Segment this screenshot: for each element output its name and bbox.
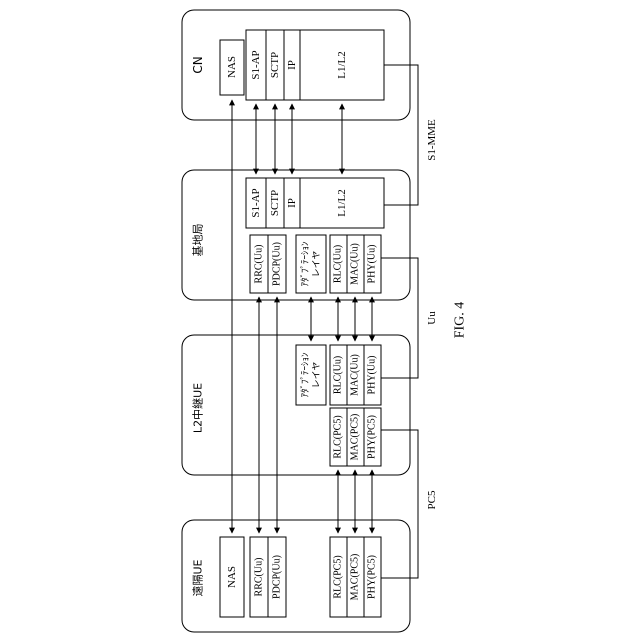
cn-l1l2-label: L1/L2 [336, 51, 348, 79]
relay-phy-uu-label: PHY(Uu) [367, 356, 378, 395]
enb-title: 基地局 [192, 224, 205, 257]
enb-rrc-label: RRC(Uu) [254, 245, 265, 284]
relay-mac-uu-label: MAC(Uu) [350, 354, 361, 396]
cn-s1ap-label: S1-AP [250, 50, 262, 79]
remote-title: 遠隔UE [192, 559, 205, 596]
cn-ip-label: IP [286, 60, 298, 70]
remote-nas-label: NAS [226, 566, 238, 588]
relay-phy-pc5-label: PHY(PC5) [367, 415, 378, 459]
relay-rlc-uu-label: RLC(Uu) [333, 356, 344, 394]
interface-uu-label: Uu [426, 311, 438, 325]
enb-ip-label: IP [286, 198, 298, 208]
relay-adaptation-label-2: レイヤ [312, 362, 322, 389]
enb-phy-label: PHY(Uu) [367, 245, 378, 284]
remote-pdcp-label: PDCP(Uu) [272, 555, 283, 599]
enb-rlc-label: RLC(Uu) [333, 245, 344, 283]
enb-adaptation-label-2: レイヤ [312, 251, 322, 278]
cn-title: CN [191, 56, 205, 73]
link-pc5 [381, 430, 418, 578]
enb-s1ap-label: S1-AP [250, 188, 262, 217]
cn-nas-label: NAS [226, 56, 238, 78]
enb-pdcp-label: PDCP(Uu) [272, 242, 283, 286]
link-s1-mme [384, 65, 418, 205]
remote-rlc-label: RLC(PC5) [333, 555, 344, 598]
remote-mac-label: MAC(PC5) [350, 554, 361, 601]
relay-adaptation-label-1: ｱﾀﾞﾌﾟﾃｰｼｮﾝ [300, 352, 311, 398]
relay-title: L2中継UE [191, 383, 205, 433]
remote-phy-label: PHY(PC5) [367, 555, 378, 599]
enb-adaptation-label-1: ｱﾀﾞﾌﾟﾃｰｼｮﾝ [300, 241, 311, 287]
enb-l1l2-label: L1/L2 [336, 189, 348, 217]
interface-pc5-label: PC5 [426, 490, 438, 509]
cn-stack-box [246, 30, 384, 100]
figure-caption: FIG. 4 [453, 302, 468, 339]
cn-sctp-label: SCTP [269, 52, 281, 78]
enb-sctp-label: SCTP [269, 190, 281, 216]
relay-mac-pc5-label: MAC(PC5) [350, 414, 361, 461]
relay-rlc-pc5-label: RLC(PC5) [333, 415, 344, 458]
enb-stack-box [246, 178, 384, 228]
remote-rrc-label: RRC(Uu) [254, 558, 265, 597]
link-uu [381, 258, 418, 378]
interface-s1-mme-label: S1-MME [426, 119, 438, 161]
enb-mac-label: MAC(Uu) [350, 243, 361, 285]
